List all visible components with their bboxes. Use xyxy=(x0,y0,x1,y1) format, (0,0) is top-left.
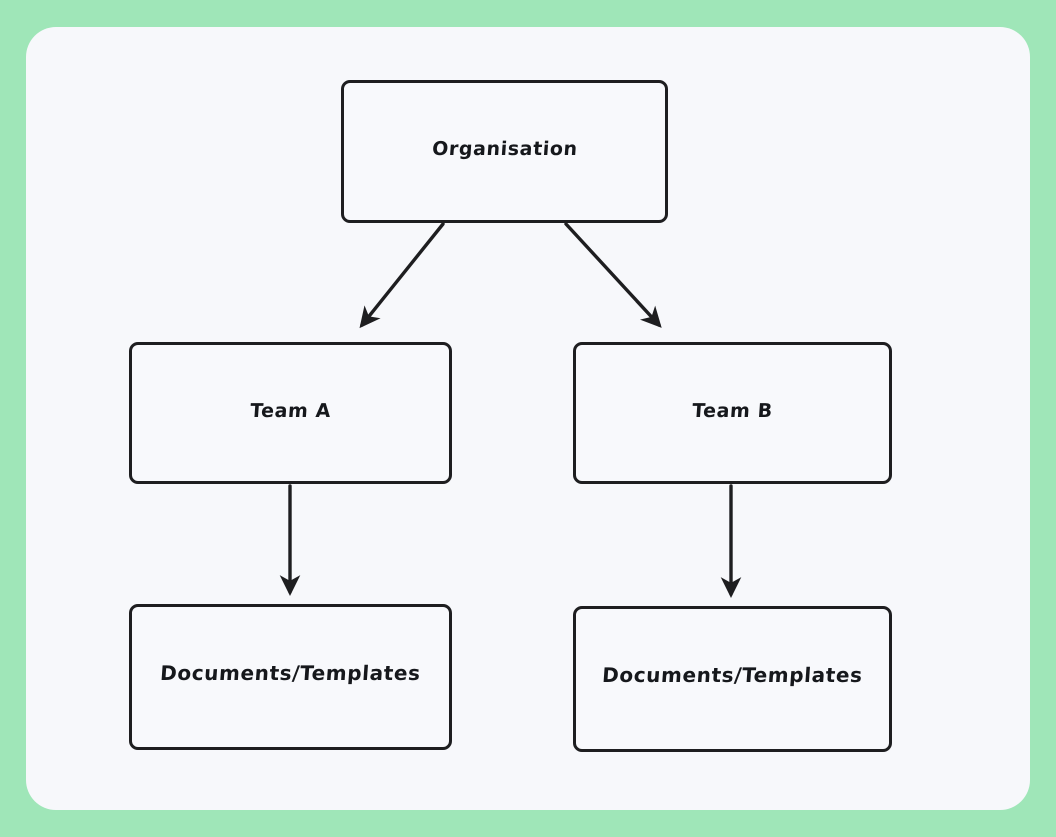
node-team-a[interactable]: Team A xyxy=(129,342,452,484)
node-documents-templates-b[interactable]: Documents/Templates xyxy=(573,606,892,752)
node-documents-templates-a[interactable]: Documents/Templates xyxy=(129,604,452,750)
node-organisation-label: Organisation xyxy=(431,137,579,160)
node-team-b-label: Team B xyxy=(691,400,774,422)
node-team-a-label: Team A xyxy=(249,400,332,422)
node-organisation[interactable]: Organisation xyxy=(341,80,668,223)
node-documents-templates-a-label: Documents/Templates xyxy=(159,661,422,685)
node-documents-templates-b-label: Documents/Templates xyxy=(601,663,864,687)
node-team-b[interactable]: Team B xyxy=(573,342,892,484)
